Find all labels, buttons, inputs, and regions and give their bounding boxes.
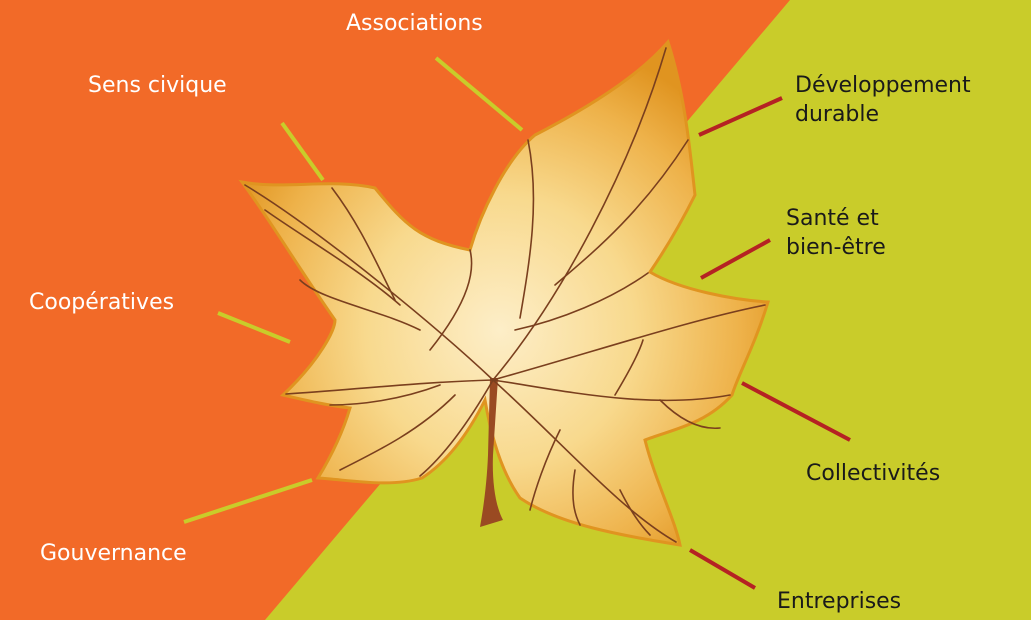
- connector-collectivites: [741, 381, 851, 442]
- connector-gouvernance: [183, 478, 313, 524]
- label-associations: Associations: [346, 11, 483, 36]
- label-sante-line2: bien-être: [786, 234, 886, 260]
- connector-cooperatives: [217, 311, 291, 344]
- label-entreprises: Entreprises: [777, 589, 902, 614]
- label-collectivites: Collectivités: [806, 461, 941, 486]
- label-cooperatives: Coopératives: [29, 290, 175, 315]
- label-gouvernance: Gouvernance: [40, 541, 187, 566]
- connector-sens-civique: [280, 121, 325, 182]
- connector-developpement: [698, 96, 783, 137]
- label-developpement-line1: Développement: [795, 73, 971, 98]
- leaf-illustration: [238, 39, 770, 547]
- leaf-blade: [238, 39, 770, 547]
- label-sante-line1: Santé et: [786, 206, 879, 231]
- label-developpement-line2: durable: [795, 101, 880, 127]
- label-sante-bien-etre: Santé et bien-être: [786, 205, 886, 262]
- leaf-stem: [480, 378, 503, 527]
- leaf-veins: [244, 47, 766, 543]
- connector-entreprises: [688, 548, 757, 590]
- connector-sante: [700, 238, 771, 280]
- label-sens-civique: Sens civique: [88, 73, 227, 98]
- connector-associations: [434, 56, 524, 132]
- label-developpement-durable: Développement durable: [795, 72, 971, 129]
